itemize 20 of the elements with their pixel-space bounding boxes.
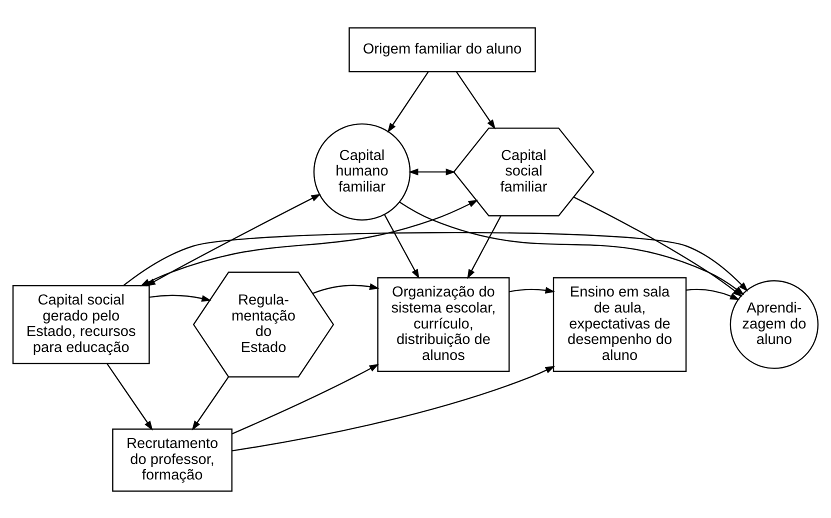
node-box: Recrutamento do professor, formação <box>112 428 232 492</box>
arrow <box>123 232 748 292</box>
arrow <box>686 288 740 300</box>
node-box: Organização do sistema escolar, currículo, distribuição de alunos <box>377 276 510 372</box>
arrow <box>456 70 496 129</box>
arrow <box>384 214 420 278</box>
node-box: Capital social gerado pelo Estado, recursos para educação <box>12 284 150 364</box>
arrow <box>232 365 556 451</box>
node-box: Ensino em sala de aula, expectativas de desempenho do aluno <box>552 276 687 372</box>
arrow <box>149 294 212 302</box>
arrow <box>467 215 502 279</box>
arrow <box>232 363 380 434</box>
arrow <box>387 71 429 132</box>
arrow <box>408 168 456 175</box>
arrow <box>192 376 230 430</box>
node-box: Origem familiar do aluno <box>348 26 536 72</box>
arrow <box>106 362 153 430</box>
arrow <box>573 196 742 296</box>
arrow <box>509 286 556 294</box>
arrow <box>312 282 380 294</box>
